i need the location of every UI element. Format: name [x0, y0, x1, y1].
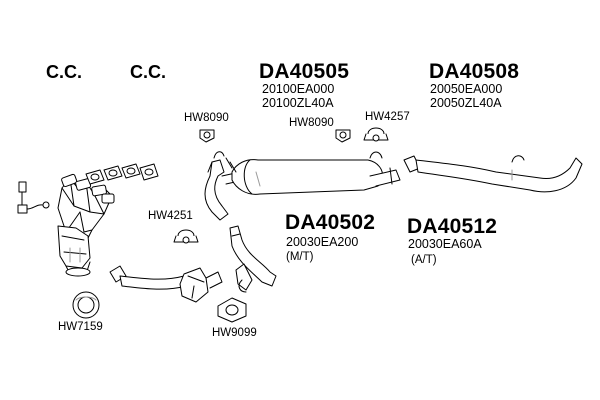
- ring-gasket-hw7159: [72, 291, 100, 319]
- part-code-da40508: DA40508: [429, 60, 520, 83]
- cc-label-mid: C.C.: [130, 62, 166, 82]
- transmission-da40502: (M/T): [286, 251, 314, 263]
- part-number-da40508-a: 20050EA000: [430, 82, 503, 96]
- tail-pipe: [403, 155, 583, 193]
- hardware-label-hw9099: HW9099: [212, 327, 257, 339]
- cc-label-left: C.C.: [46, 62, 82, 82]
- hardware-label-hw7159: HW7159: [58, 321, 103, 333]
- hanger-hw8090-left: [199, 129, 215, 143]
- clamp-hw4257: [363, 127, 389, 142]
- intermediate-pipe: [229, 225, 277, 293]
- manifold-gaskets: [85, 163, 159, 185]
- flange-gasket-hw9099: [217, 297, 247, 323]
- part-number-da40502: 20030EA200: [286, 235, 359, 249]
- hardware-label-hw8090-mid: HW8090: [289, 117, 334, 129]
- exhaust-manifold: [57, 173, 115, 243]
- front-pipe-catalyst: [109, 265, 223, 303]
- part-number-da40508-b: 20050ZL40A: [430, 96, 502, 110]
- hardware-label-hw4251: HW4251: [148, 210, 193, 222]
- part-code-da40512: DA40512: [407, 215, 498, 238]
- transmission-da40512: (A/T): [411, 254, 437, 266]
- hardware-label-hw4257: HW4257: [365, 111, 410, 123]
- part-number-da40505-a: 20100EA000: [262, 82, 335, 96]
- manifold-catalyst: [57, 225, 91, 277]
- part-code-da40505: DA40505: [259, 60, 350, 83]
- center-muffler: [225, 151, 401, 195]
- part-number-da40512: 20030EA60A: [408, 237, 482, 251]
- clamp-hw4251: [173, 229, 199, 244]
- hardware-label-hw8090-left: HW8090: [184, 112, 229, 124]
- part-number-da40505-b: 20100ZL40A: [262, 96, 334, 110]
- part-code-da40502: DA40502: [285, 211, 376, 234]
- oxygen-sensor: [17, 181, 50, 214]
- hanger-hw8090-mid: [335, 129, 351, 143]
